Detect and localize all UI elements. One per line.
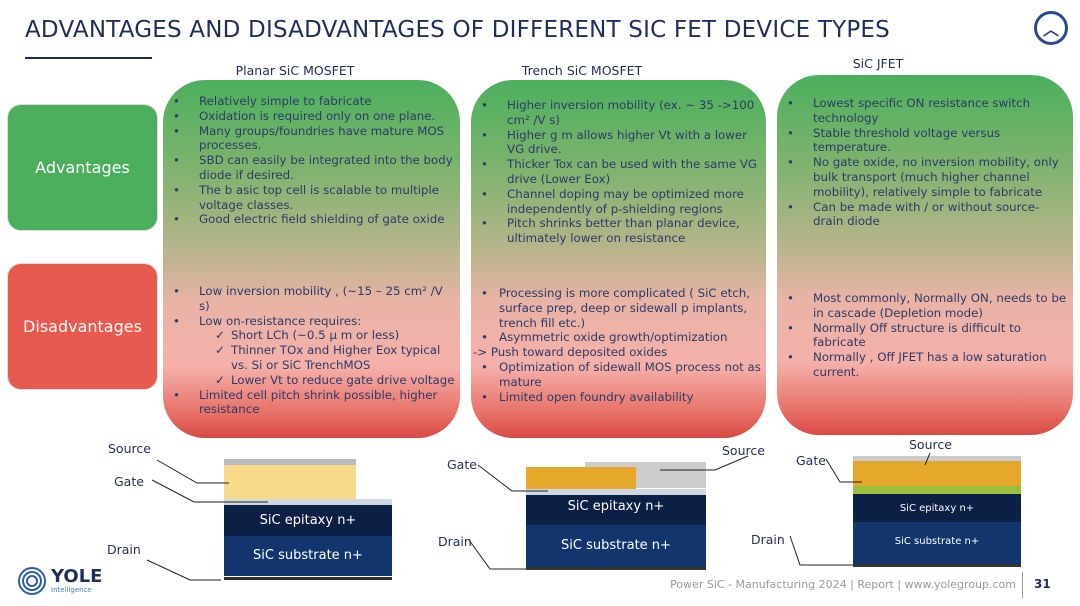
epitaxy-layer: SiC epitaxy n+ <box>526 495 706 525</box>
list-item: Optimization of sidewall MOS process not… <box>471 360 762 390</box>
gate-label: Gate <box>447 457 477 472</box>
epitaxy-layer: SiC epitaxy n+ <box>853 494 1021 522</box>
list-item: Thinner TOx and Higher Eox typical vs. S… <box>163 343 456 373</box>
list-item: No gate oxide, no inversion mobility, on… <box>777 155 1069 199</box>
logo-name: YOLE <box>51 566 103 587</box>
drain-label: Drain <box>751 532 785 547</box>
list-item: SBD can easily be integrated into the bo… <box>163 153 456 183</box>
list-item: Short LCh (~0.5 µ m or less) <box>163 328 456 343</box>
list-item: Limited open foundry availability <box>471 390 762 405</box>
list-item: Higher g m allows higher Vt with a lower… <box>471 128 762 158</box>
disadvantages-label: Disadvantages <box>7 263 158 390</box>
chevron-up-icon: ︿ <box>1042 20 1059 39</box>
planar-advantages: Relatively simple to fabricate Oxidation… <box>163 94 456 227</box>
page-number: 31 <box>1034 577 1051 591</box>
list-item: Many groups/foundries have mature MOS pr… <box>163 124 456 154</box>
list-item: Low inversion mobility , (~15 – 25 cm² /… <box>163 284 456 314</box>
advantages-label: Advantages <box>7 104 158 231</box>
gate-label: Gate <box>796 453 826 468</box>
trench-disadvantages: Processing is more complicated ( SiC etc… <box>471 286 762 404</box>
column-header-planar: Planar SiC MOSFET <box>235 63 355 78</box>
list-item: Normally Off structure is difficult to f… <box>777 321 1069 351</box>
list-item: Good electric field shielding of gate ox… <box>163 212 456 227</box>
jfet-card: Lowest specific ON resistance switch tec… <box>777 75 1073 435</box>
list-item: Thicker Tox can be used with the same VG… <box>471 157 762 187</box>
list-item: Stable threshold voltage versus temperat… <box>777 126 1069 156</box>
list-item: Relatively simple to fabricate <box>163 94 456 109</box>
substrate-layer: SiC substrate n+ <box>526 525 706 567</box>
substrate-layer: SiC substrate n+ <box>853 522 1021 564</box>
yole-logo: YOLE Intelligence <box>17 566 102 596</box>
list-item: Limited cell pitch shrink possible, high… <box>163 388 456 418</box>
page-title: ADVANTAGES AND DISADVANTAGES OF DIFFEREN… <box>25 17 890 43</box>
planar-card: Relatively simple to fabricate Oxidation… <box>163 80 460 438</box>
list-item: Normally , Off JFET has a low saturation… <box>777 350 1069 380</box>
source-label: Source <box>909 437 952 452</box>
list-item: Most commonly, Normally ON, needs to be … <box>777 291 1069 321</box>
drain-label: Drain <box>107 542 141 557</box>
list-item: Higher inversion mobility (ex. ~ 35 ->10… <box>471 98 762 128</box>
planar-disadvantages: Low inversion mobility , (~15 – 25 cm² /… <box>163 284 456 417</box>
column-header-trench: Trench SiC MOSFET <box>521 63 643 78</box>
yole-spiral-icon <box>18 567 46 595</box>
epitaxy-layer: SiC epitaxy n+ <box>224 505 392 536</box>
list-item: The b asic top cell is scalable to multi… <box>163 183 456 213</box>
column-header-jfet: SiC JFET <box>852 56 904 71</box>
jfet-disadvantages: Most commonly, Normally ON, needs to be … <box>777 291 1069 380</box>
drain-label: Drain <box>438 534 472 549</box>
list-item: Lower Vt to reduce gate drive voltage <box>163 373 456 388</box>
list-item: Processing is more complicated ( SiC etc… <box>471 286 762 330</box>
list-item: -> Push toward deposited oxides <box>473 345 668 360</box>
title-underline <box>25 57 152 59</box>
list-item: Channel doping may be optimized more ind… <box>471 187 762 217</box>
source-label: Source <box>108 441 151 456</box>
logo-sub: Intelligence <box>51 586 92 594</box>
substrate-layer: SiC substrate n+ <box>224 536 392 576</box>
jfet-advantages: Lowest specific ON resistance switch tec… <box>777 96 1069 229</box>
gate-label: Gate <box>114 474 144 489</box>
list-item: Oxidation is required only on one plane. <box>163 109 456 124</box>
trench-advantages: Higher inversion mobility (ex. ~ 35 ->10… <box>471 98 762 246</box>
footer-divider <box>1022 572 1023 598</box>
footer-text: Power SiC - Manufacturing 2024 | Report … <box>670 578 1016 591</box>
list-item: Can be made with / or without source-dra… <box>777 200 1069 230</box>
source-label: Source <box>722 443 765 458</box>
trench-card: Higher inversion mobility (ex. ~ 35 ->10… <box>471 80 766 438</box>
list-item: Asymmetric oxide growth/optimization <box>471 330 762 345</box>
list-item: Low on-resistance requires: <box>163 314 456 329</box>
scroll-top-button[interactable]: ︿ <box>1034 11 1068 45</box>
list-item: Lowest specific ON resistance switch tec… <box>777 96 1069 126</box>
list-item: Pitch shrinks better than planar device,… <box>471 216 762 246</box>
